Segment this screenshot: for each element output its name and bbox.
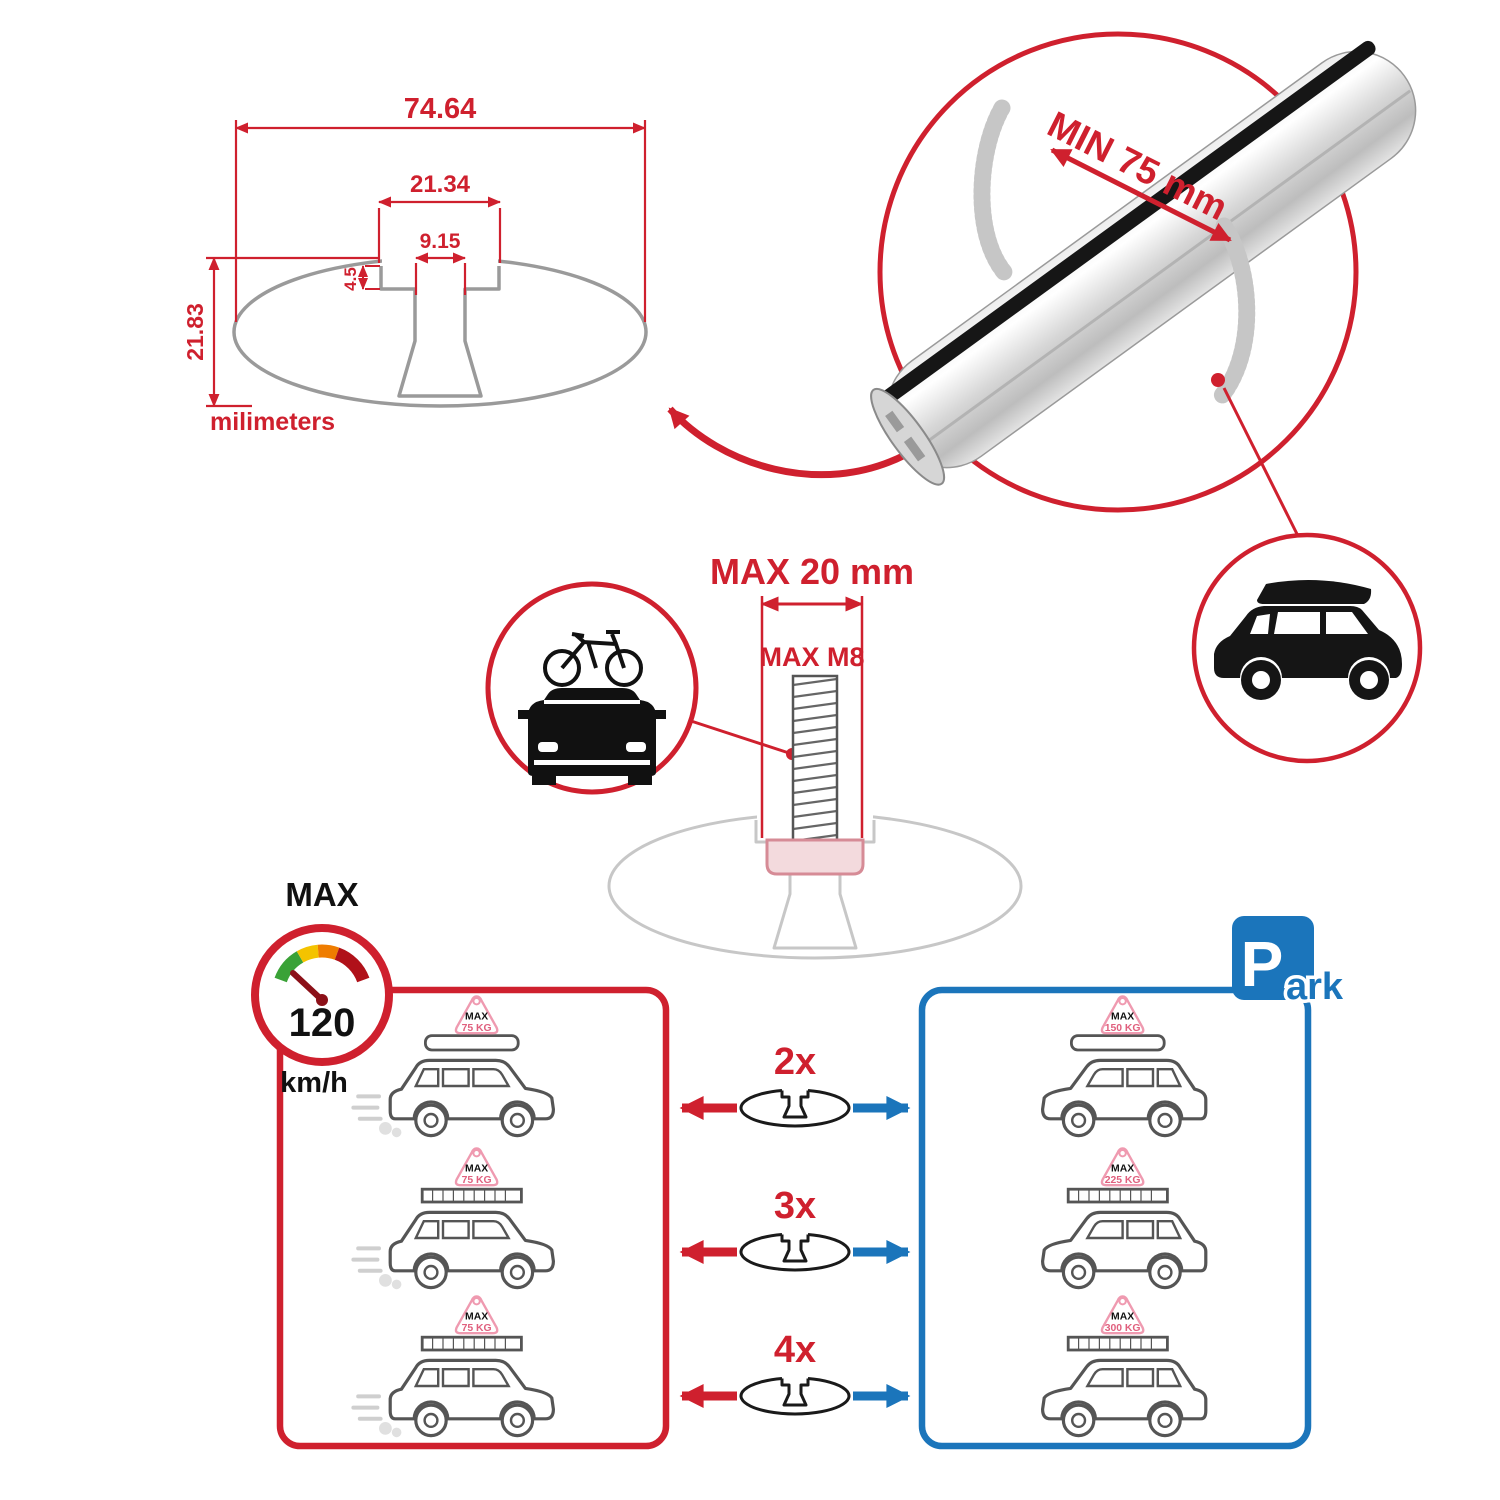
badge-max-label: MAX [465,1312,488,1323]
row-3x-slot-icon [739,1232,851,1272]
badge-max-label: MAX [1111,1312,1134,1323]
badge-max-label: MAX [465,1164,488,1175]
bolt-diagram: MAX 20 mm MAX M8 [607,551,1023,960]
motion-blur [351,1394,402,1438]
dim-width-throat-label: 9.15 [420,230,461,253]
badge-value: 300 KG [1105,1323,1141,1334]
bar-end-cap [870,387,946,486]
row-4x: 4x [679,1329,911,1416]
roof-basket [420,1335,523,1352]
badge-value: 225 KG [1105,1175,1141,1186]
dim-lip-depth-label: 4.5 [341,267,360,291]
park-car-3: MAX 300 KG [1040,1295,1208,1438]
park-sign-suffix: ark [1286,966,1344,1008]
park-sign-letter: P [1241,928,1284,1000]
rail-point-dot [1211,373,1225,387]
circle-to-bolt-connector [690,719,793,756]
park-sign-square [1232,916,1314,1000]
gauge-arc [274,944,370,983]
badge-value: 75 KG [462,1175,492,1186]
row-2x-label: 2x [774,1041,816,1083]
drive-car-1: MAX 75 KG [351,995,556,1138]
bar-detail-circle: MIN 75 mm [870,31,1417,513]
car-bike-circle [485,581,699,795]
row-2x: 2x [679,1041,911,1128]
suv-roofbox-circle [1191,532,1423,764]
roof-basket [1066,1335,1169,1352]
speed-limit-gauge: MAX 120 km/h [251,876,393,1099]
roof-basket [1066,1187,1169,1204]
min-span-arrow [1050,147,1232,243]
dim-height-total-label: 21.83 [182,303,208,361]
roof-rail-hoop-right [1211,217,1256,407]
t-bolt [765,674,865,876]
dim-width-opening [377,196,502,263]
motion-blur [351,1246,402,1290]
gauge-needle [290,970,325,1003]
park-car-2: MAX 225 KG [1040,1147,1208,1290]
badge-value: 75 KG [462,1023,492,1034]
bolt-t-head [765,838,865,876]
dim-width-total-label: 74.64 [404,93,477,125]
bike-icon [543,630,643,687]
drive-car-3: MAX 75 KG [351,1295,556,1438]
drive-car-2: MAX 75 KG [351,1147,556,1290]
row-3x: 3x [679,1185,911,1272]
roof-basket [420,1187,523,1204]
units-label: milimeters [210,408,335,436]
roof-rail-hoop-left [973,99,1013,281]
max-width-label: MAX 20 mm [710,551,914,592]
bar-to-suv-connector [1222,387,1302,541]
suv-roof-box [1257,580,1372,604]
badge-max-label: MAX [1111,1164,1134,1175]
row-4x-label: 4x [774,1329,816,1371]
suv-silhouette [1214,580,1402,700]
dim-height-total [206,256,378,408]
bar-to-profile-arrow [667,406,907,479]
park-sign: P ark [1232,916,1347,1012]
row-3x-label: 3x [774,1185,816,1227]
bolt-shank [791,674,839,842]
dim-width-total [234,120,647,322]
cross-section-diagram: 74.64 21.34 9.15 4.5 21.83 mili [182,93,648,436]
roof-box [1070,1034,1166,1052]
speed-max-label: MAX [285,876,358,913]
dim-lip-depth [358,265,380,290]
roof-box [424,1034,520,1052]
dim-width-throat [414,252,467,295]
speed-units: km/h [280,1067,348,1099]
row-4x-slot-icon [739,1376,851,1416]
motion-blur [351,1094,402,1138]
max-bolt-label: MAX M8 [759,642,864,672]
dim-width-opening-label: 21.34 [410,171,471,198]
row-2x-slot-icon [739,1088,851,1128]
profile-t-channel [379,266,501,398]
badge-value: 150 KG [1105,1023,1141,1034]
badge-max-label: MAX [1111,1012,1134,1023]
speed-value: 120 [289,1001,356,1045]
badge-value: 75 KG [462,1323,492,1334]
badge-max-label: MAX [465,1012,488,1023]
park-car-1: MAX 150 KG [1040,995,1208,1138]
gauge-pivot [316,994,328,1006]
car-front-icon [518,688,666,785]
